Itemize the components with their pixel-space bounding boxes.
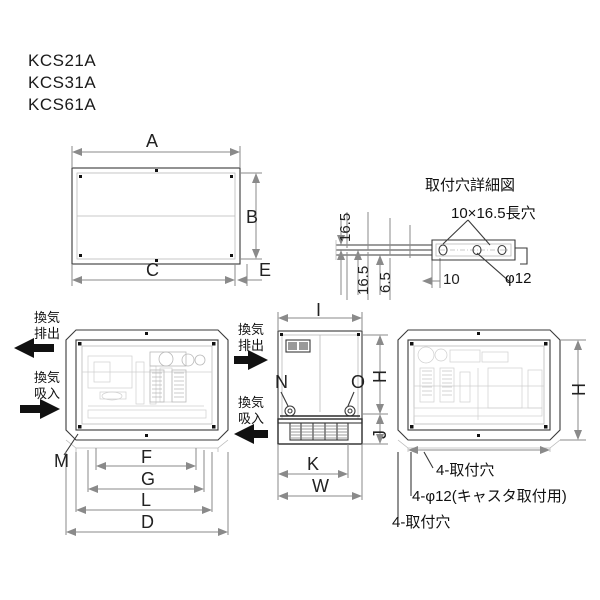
detail-annotation-hole: φ12 [505,270,532,287]
detail-annotation-slot: 10×16.5長穴 [451,205,536,222]
detail-dim-10: 10 [443,271,460,288]
callout-label-O: O [351,372,366,392]
model-number-3: KCS61A [28,95,97,114]
dim-label-A: A [146,131,159,151]
airflow-right-intake-line1: 換気 [238,395,265,410]
dim-label-B: B [246,207,259,227]
rear-annotation-mount-holes-top: 4-取付穴 [436,462,495,479]
airflow-left-intake-line2: 吸入 [34,386,61,401]
dim-label-K: K [307,454,320,474]
airflow-left-exhaust-line2: 排出 [34,326,61,341]
dim-label-E: E [259,260,272,280]
dim-label-L: L [141,490,152,510]
detail-title: 取付穴詳細図 [425,177,516,194]
airflow-right-exhaust-line2: 排出 [238,338,265,353]
rear-annotation-mount-holes-bottom: 4-取付穴 [392,514,451,531]
dim-label-H-rear: H [569,383,589,396]
dim-label-I: I [316,300,322,320]
dim-label-W: W [312,476,329,496]
dim-label-M: M [54,451,69,471]
airflow-left-exhaust-line1: 換気 [34,310,61,325]
dim-label-F: F [141,447,152,467]
airflow-right-exhaust-line1: 換気 [238,322,265,337]
dim-label-C: C [146,260,159,280]
dim-label-D: D [141,512,154,532]
callout-label-N: N [275,372,288,392]
model-number-2: KCS31A [28,73,97,92]
airflow-right-intake-line2: 吸入 [238,411,265,426]
model-number-1: KCS21A [28,51,97,70]
dim-label-G: G [141,469,156,489]
rear-annotation-caster-holes: 4-φ12(キャスタ取付用) [412,488,567,505]
airflow-left-intake-line1: 換気 [34,370,61,385]
